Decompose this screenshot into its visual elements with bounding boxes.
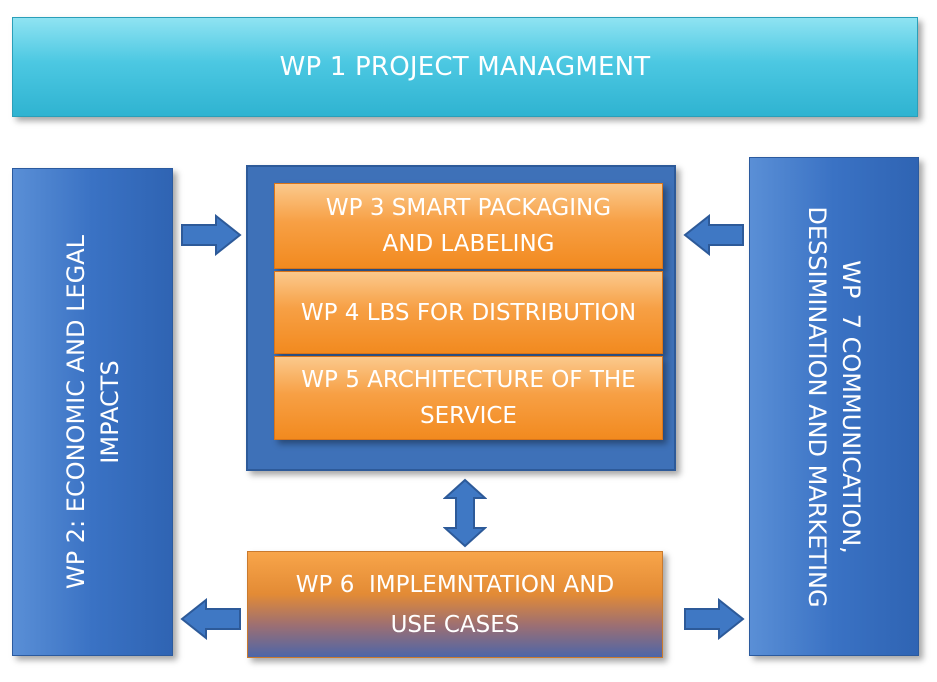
wp3-label-line1: WP 3 SMART PACKAGING — [325, 195, 612, 221]
wp4-lbs-distribution-box: WP 4 LBS FOR DISTRIBUTION — [274, 271, 663, 354]
wp1-label: WP 1 PROJECT MANAGMENT — [279, 52, 651, 82]
wp3-smart-packaging-box: WP 3 SMART PACKAGING AND LABELING — [274, 183, 663, 269]
wp2-economic-legal-box: WP 2: ECONOMIC AND LEGAL IMPACTS — [12, 168, 173, 656]
wp6-implementation-box: WP 6 IMPLEMNTATION AND USE CASES — [247, 551, 663, 658]
wp4-label: WP 4 LBS FOR DISTRIBUTION — [300, 299, 637, 326]
wp7-label: WP 7 COMMUNICATION, DESSIMINATION AND MA… — [800, 206, 868, 607]
wp2-label-line1: WP 2: ECONOMIC AND LEGAL — [61, 234, 90, 590]
wp6-label-line2: USE CASES — [390, 611, 520, 638]
wp1-project-management-box: WP 1 PROJECT MANAGMENT — [12, 17, 918, 117]
arrow-left-icon — [180, 598, 241, 640]
wp5-label-line1: WP 5 ARCHITECTURE OF THE — [301, 367, 636, 393]
arrow-up-down-icon — [443, 478, 487, 548]
wp5-label-line2: SERVICE — [420, 403, 517, 429]
wp2-label-line2: IMPACTS — [95, 360, 124, 464]
arrow-right-icon — [181, 214, 242, 256]
wp7-communication-box: WP 7 COMMUNICATION, DESSIMINATION AND MA… — [749, 157, 919, 656]
wp7-label-line1: WP 7 COMMUNICATION, — [837, 259, 865, 554]
arrow-left-icon — [683, 214, 744, 256]
wp7-label-line2: DESSIMINATION AND MARKETING — [803, 205, 831, 608]
wp6-label-line1: WP 6 IMPLEMNTATION AND — [295, 571, 615, 598]
wp2-label: WP 2: ECONOMIC AND LEGAL IMPACTS — [59, 235, 127, 589]
arrow-right-icon — [684, 598, 745, 640]
wp3-label-line2: AND LABELING — [382, 231, 555, 257]
wp5-architecture-box: WP 5 ARCHITECTURE OF THE SERVICE — [274, 356, 663, 440]
